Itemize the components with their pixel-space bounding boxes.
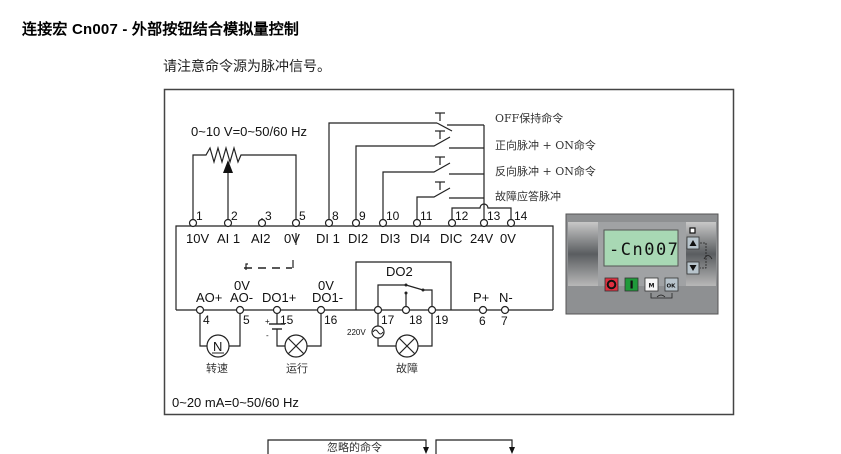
terminal-name: DIC	[440, 231, 462, 246]
speed-label: 转速	[206, 361, 228, 375]
terminal-name: 24V	[470, 231, 493, 246]
terminal-number: 15	[280, 313, 294, 327]
terminal-9	[351, 218, 361, 228]
terminal-number: 4	[203, 313, 210, 327]
terminal-name: 0V	[500, 231, 516, 246]
analog-input-label: 0~10 V=0~50/60 Hz	[191, 124, 307, 139]
terminal-number: 2	[231, 209, 238, 223]
terminal-name: AI 1	[217, 231, 240, 246]
svg-text:+: +	[265, 317, 270, 326]
terminal-name: 0V	[284, 231, 300, 246]
panel-display	[603, 229, 679, 267]
terminal-name: DO1+	[262, 290, 296, 305]
terminal-3	[257, 218, 267, 228]
terminal-name: 10V	[186, 231, 209, 246]
run-button[interactable]	[624, 277, 639, 292]
terminal-number: 5	[299, 209, 306, 223]
terminal-6	[478, 305, 488, 315]
voltage-label: 220V	[347, 328, 366, 337]
terminal-number: 7	[501, 314, 508, 328]
terminal-number: 13	[487, 209, 501, 223]
terminal-name: DO1-	[312, 290, 343, 305]
svg-text:M: M	[649, 283, 655, 290]
analog-output-label: 0~20 mA=0~50/60 Hz	[172, 395, 299, 410]
terminal-number: 8	[332, 209, 339, 223]
push-buttons	[328, 112, 512, 218]
operator-panel: -Cn007 M OK	[565, 213, 719, 315]
terminal-12	[447, 218, 457, 228]
terminal-11	[412, 218, 422, 228]
do2-label: DO2	[386, 264, 413, 279]
terminal-number: 11	[420, 209, 433, 223]
terminal-name: P+	[473, 290, 489, 305]
up-button[interactable]	[686, 236, 700, 250]
ov-label-do1: 0V	[318, 278, 334, 293]
terminal-14	[506, 218, 516, 228]
terminal-18	[401, 305, 411, 315]
menu-button[interactable]: M	[644, 277, 659, 292]
terminal-number: 1	[196, 209, 203, 223]
terminal-2	[223, 218, 233, 228]
terminal-10	[378, 218, 388, 228]
terminal-name: N-	[499, 290, 513, 305]
down-button[interactable]	[686, 261, 700, 275]
terminal-4	[195, 305, 205, 315]
fault-lamp-icon	[395, 334, 419, 358]
ac-source-icon	[371, 325, 385, 339]
svg-text:OK: OK	[667, 284, 677, 290]
command-label-reverse: 反向脉冲 + ON命令	[495, 164, 596, 178]
ignored-command-label: 忽略的命令	[327, 440, 382, 454]
terminal-7	[500, 305, 510, 315]
terminal-13	[479, 218, 489, 228]
terminal-number: 9	[359, 209, 366, 223]
terminal-number: 12	[455, 209, 469, 223]
flowchart-fragment	[267, 439, 515, 454]
terminal-name: DI 1	[316, 231, 340, 246]
terminal-box	[175, 225, 554, 310]
terminal-number: 17	[381, 313, 395, 327]
ok-button[interactable]: OK	[664, 277, 679, 292]
command-label-off: OFF保持命令	[495, 111, 563, 125]
terminal-19	[427, 305, 437, 315]
command-source-note: 请注意命令源为脉冲信号。	[163, 59, 331, 75]
terminal-name: AO+	[196, 290, 222, 305]
display-text: -Cn007	[609, 240, 679, 260]
terminal-name: AO-	[230, 290, 253, 305]
terminal-number: 10	[386, 209, 400, 223]
terminal-number: 5	[243, 313, 250, 327]
terminal-name: DI4	[410, 231, 430, 246]
speed-meter-icon	[206, 334, 230, 358]
terminal-1	[188, 218, 198, 228]
meter-symbol: N	[213, 339, 222, 354]
terminal-5	[291, 218, 301, 228]
page-title: 连接宏 Cn007 - 外部按钮结合模拟量控制	[22, 21, 300, 38]
terminal-number: 18	[409, 313, 423, 327]
terminal-number: 3	[265, 209, 272, 223]
fault-label: 故障	[396, 361, 418, 375]
terminal-16	[316, 305, 326, 315]
terminal-name: AI2	[251, 231, 271, 246]
potentiometer-icon	[192, 145, 297, 218]
terminal-number: 19	[435, 313, 449, 327]
command-label-fault-ack: 故障应答脉冲	[495, 189, 561, 203]
terminal-number: 14	[514, 209, 528, 223]
run-lamp-icon	[284, 334, 308, 358]
stop-button[interactable]	[604, 277, 619, 292]
terminal-name: DI2	[348, 231, 368, 246]
terminal-15	[272, 305, 282, 315]
terminal-5	[235, 305, 245, 315]
terminal-number: 16	[324, 313, 338, 327]
command-label-forward: 正向脉冲 + ON命令	[495, 138, 596, 152]
run-label: 运行	[286, 362, 308, 375]
terminal-17	[373, 305, 383, 315]
ov-label-ao: 0V	[234, 278, 250, 293]
svg-text:-: -	[266, 331, 269, 340]
status-led-icon	[689, 227, 696, 234]
battery-icon: + -	[265, 314, 285, 347]
terminal-number: 6	[479, 314, 486, 328]
do2-relay	[355, 261, 452, 310]
terminal-8	[324, 218, 334, 228]
terminal-name: DI3	[380, 231, 400, 246]
